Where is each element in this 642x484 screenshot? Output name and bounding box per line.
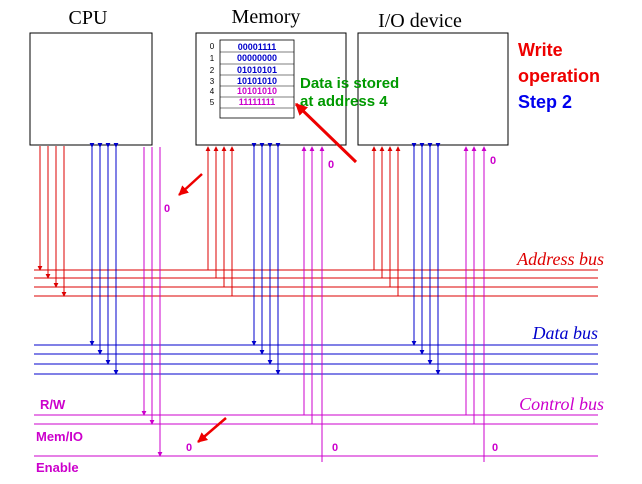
memory-address: 5	[210, 98, 215, 107]
io-device-box	[357, 32, 509, 146]
memory-value-highlighted: 10101010	[237, 86, 277, 96]
io-enable-bottom-value: 0	[492, 442, 498, 454]
step-label: Step 2	[518, 92, 572, 112]
mem-enable-top-value: 0	[328, 159, 334, 171]
address-bus-label: Address bus	[516, 249, 604, 269]
memory-value: 11111111	[239, 97, 276, 107]
control-bus	[34, 146, 598, 462]
cpu-title: CPU	[69, 7, 108, 29]
rw-pointer-arrow	[178, 173, 203, 196]
memory-value: 01010101	[237, 65, 277, 75]
rw-line-label: R/W	[40, 397, 66, 412]
control-bus-label: Control bus	[519, 394, 604, 414]
io-device-title: I/O device	[378, 10, 462, 32]
operation-label: operation	[518, 66, 600, 86]
cpu-box	[29, 32, 153, 146]
enable-line-label: Enable	[36, 460, 79, 475]
data-bus-label: Data bus	[531, 323, 598, 343]
annotation-line2: at address 4	[300, 93, 388, 110]
annotation-arrow	[294, 102, 358, 164]
memory-table: 0 1 2 3 4 5 00001111 00000000 01010101 1…	[210, 39, 295, 119]
memio-line-label: Mem/IO	[36, 429, 83, 444]
write-label: Write	[518, 40, 563, 60]
memory-value: 10101010	[237, 76, 277, 86]
memory-address: 4	[210, 87, 215, 96]
data-bus	[34, 142, 598, 375]
annotation-line1: Data is stored	[300, 75, 399, 92]
memory-value: 00000000	[237, 53, 277, 63]
memio-out-value: 0	[186, 442, 192, 454]
mem-enable-bottom-value: 0	[332, 442, 338, 454]
address-bus	[34, 146, 598, 297]
cpu-rw-value: 0	[164, 203, 170, 215]
memory-address: 1	[210, 54, 215, 63]
memory-address: 3	[210, 77, 215, 86]
io-enable-top-value: 0	[490, 155, 496, 167]
memory-address: 0	[210, 42, 215, 51]
memory-title: Memory	[232, 6, 301, 28]
memio-pointer-arrow	[197, 417, 227, 443]
memory-address: 2	[210, 66, 215, 75]
memory-value: 00001111	[238, 42, 277, 52]
